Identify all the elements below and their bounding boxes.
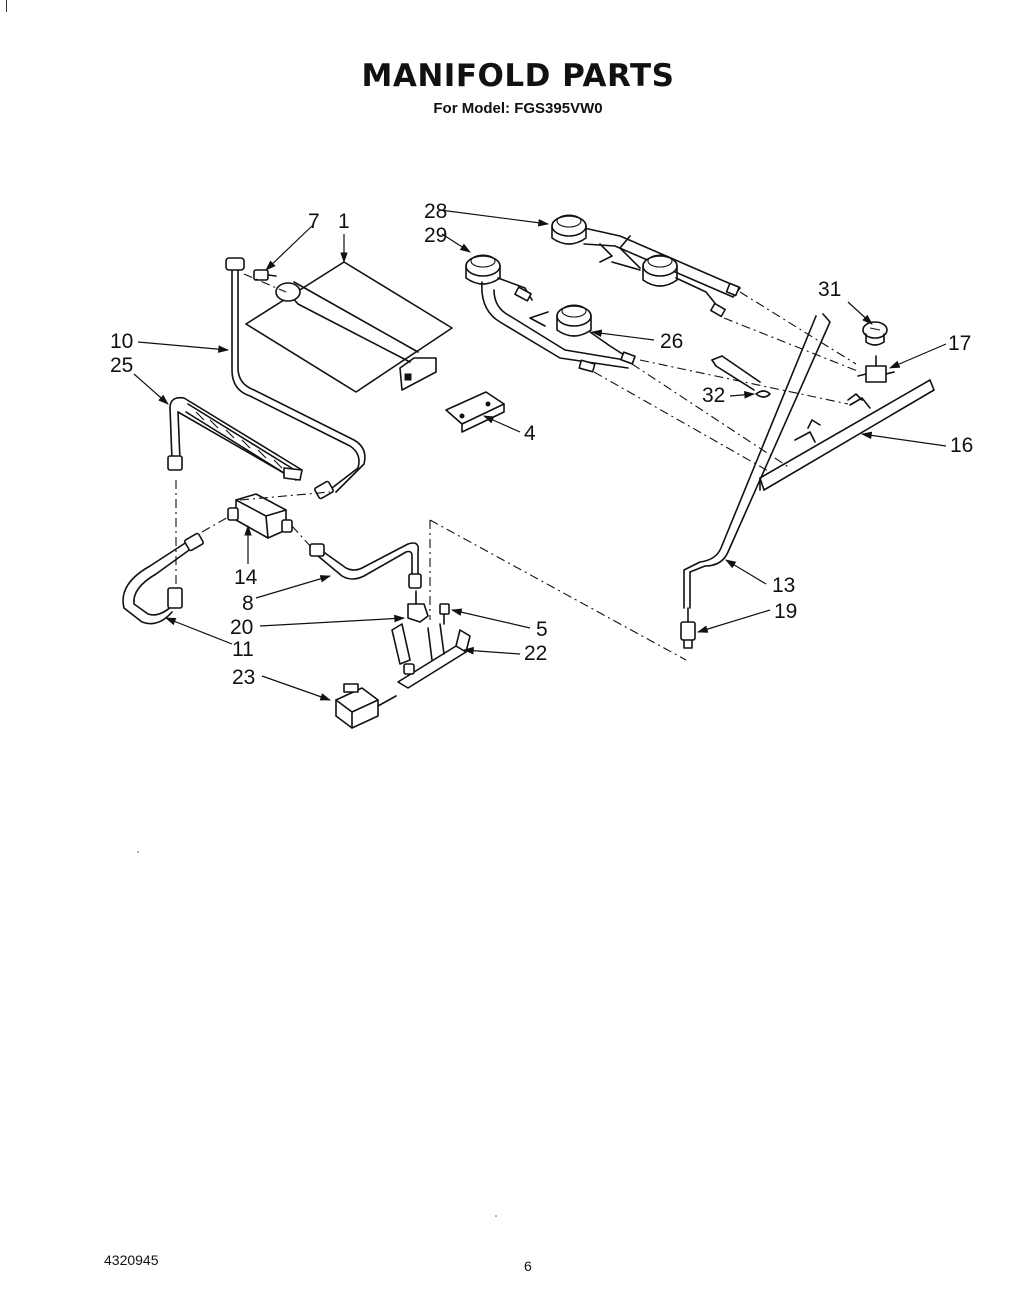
burner-front-right [611, 235, 726, 318]
callout-25: 25 [110, 354, 133, 377]
page-number: 6 [524, 1258, 532, 1274]
fitting-19 [680, 607, 696, 649]
callout-14: 14 [234, 566, 258, 589]
manifold-22 [391, 623, 471, 689]
callout-7: 7 [308, 210, 320, 233]
document-code: 4320945 [104, 1252, 159, 1268]
callout-28: 28 [424, 200, 447, 223]
callout-leaders [133, 209, 947, 701]
scan-speck [137, 851, 139, 853]
model-subtitle: For Model: FGS395VW0 [433, 100, 603, 117]
callout-11: 11 [232, 638, 254, 661]
callout-5: 5 [536, 618, 548, 641]
callout-10: 10 [110, 330, 133, 353]
callout-19: 19 [774, 600, 797, 623]
tube-11 [122, 532, 204, 625]
burner-rear-left [465, 254, 629, 373]
callout-29: 29 [424, 224, 447, 247]
clip-32 [755, 390, 771, 398]
assembly-lines [175, 273, 861, 661]
callout-13: 13 [772, 574, 795, 597]
callout-23: 23 [232, 666, 255, 689]
burner-rear-right [551, 214, 741, 298]
callout-20: 20 [230, 616, 253, 639]
burner-front-left [529, 304, 636, 365]
fitting-7 [253, 269, 277, 281]
tube-13 [683, 313, 831, 609]
manifold-pipe-16 [759, 379, 935, 491]
callout-16: 16 [950, 434, 973, 457]
callout-32: 32 [702, 384, 725, 407]
valve-17 [857, 355, 895, 383]
valve-14 [227, 493, 293, 539]
valve-20 [407, 591, 429, 623]
regulator-23 [335, 683, 397, 729]
callout-1: 1 [338, 210, 350, 233]
scan-speck [495, 1215, 497, 1217]
bracket-4 [445, 391, 505, 433]
callout-31: 31 [818, 278, 841, 301]
callout-22: 22 [524, 642, 547, 665]
oven-burner-1 [245, 261, 453, 393]
broil-burner-25 [167, 396, 303, 481]
page-title: MANIFOLD PARTS [361, 58, 675, 94]
scan-mark [6, 0, 7, 12]
fitting-5 [439, 603, 450, 625]
tube-8 [309, 542, 422, 589]
orifice-31 [862, 321, 888, 346]
callout-8: 8 [242, 592, 254, 615]
callout-4: 4 [524, 422, 536, 445]
callout-labels: 28 29 7 1 10 25 26 31 17 32 16 4 14 8 13… [110, 200, 973, 689]
callout-17: 17 [948, 332, 971, 355]
callout-26: 26 [660, 330, 683, 353]
tube-10 [225, 257, 366, 500]
